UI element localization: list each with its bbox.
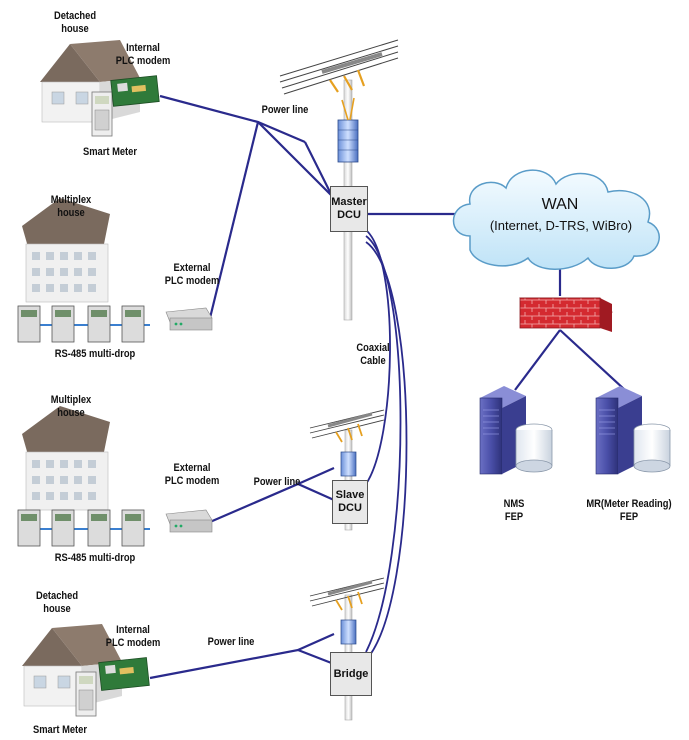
house4-modem-label: Internal PLC modem (105, 624, 161, 649)
nms-server-icon (479, 386, 553, 475)
master-dcu-label: Master DCU (331, 196, 367, 221)
house4-title: Detached house (35, 590, 79, 615)
powerline-house4 (149, 648, 335, 680)
link-firewall-nms (514, 329, 561, 391)
coax-to-slave (365, 229, 391, 485)
coax-to-bridge-2 (365, 241, 408, 661)
powerline-house3-pole (297, 466, 335, 486)
house2-modem-label: External PLC modem (164, 262, 220, 287)
coax-to-bridge-1 (365, 235, 402, 653)
powerline-pole-master (304, 141, 333, 197)
house3-bus-label: RS-485 multi-drop (54, 552, 136, 564)
powerline-house3 (209, 482, 335, 524)
plc-board-4-icon (98, 657, 150, 691)
house1-title: Detached house (53, 10, 97, 35)
house3-modem-label: External PLC modem (164, 462, 220, 487)
detached-house-4-icon (22, 624, 122, 717)
house3-title: Multiplex house (50, 394, 92, 419)
rs485-meters-3-icon (17, 509, 150, 547)
pole-master (279, 39, 399, 321)
external-modem-2-icon (165, 307, 213, 331)
multiplex-house-3-icon (22, 406, 110, 511)
coax-cables (365, 229, 408, 661)
multiplex-house-2-icon (22, 198, 110, 303)
powerline3-label: Power line (207, 636, 255, 648)
house1-modem-label: Internal PLC modem (115, 42, 171, 67)
coax-label: Coaxial Cable (356, 342, 390, 367)
wan-subtitle: (Internet, D-TRS, WiBro) (489, 218, 633, 233)
slave-dcu-label: Slave DCU (335, 489, 365, 514)
mr-fep-label: MR(Meter Reading) FEP (586, 498, 672, 523)
powerline1-label: Power line (261, 104, 309, 116)
rs485-meters-2-icon (17, 305, 150, 343)
master-dcu-box: Master DCU (330, 186, 368, 232)
firewall-icon (519, 297, 613, 332)
house2-bus-label: RS-485 multi-drop (54, 348, 136, 360)
link-firewall-mr (559, 329, 626, 391)
powerline-house4-pole (297, 632, 335, 652)
slave-dcu-box: Slave DCU (332, 480, 368, 524)
powerline-house2 (208, 121, 260, 319)
plc-board-1-icon (110, 75, 160, 107)
house2-title: Multiplex house (50, 194, 92, 219)
external-modem-3-icon (165, 509, 213, 533)
wan-cloud-icon (452, 169, 660, 270)
bridge-box: Bridge (330, 652, 372, 696)
bridge-label: Bridge (333, 667, 369, 680)
house4-meter-label: Smart Meter (32, 724, 88, 736)
house1-meter-label: Smart Meter (82, 146, 138, 158)
powerline-house1-branch (257, 120, 306, 144)
powerline2-label: Power line (253, 476, 301, 488)
nms-fep-label: NMS FEP (503, 498, 525, 523)
wan-title: WAN (541, 196, 579, 213)
mr-server-icon (595, 386, 671, 475)
